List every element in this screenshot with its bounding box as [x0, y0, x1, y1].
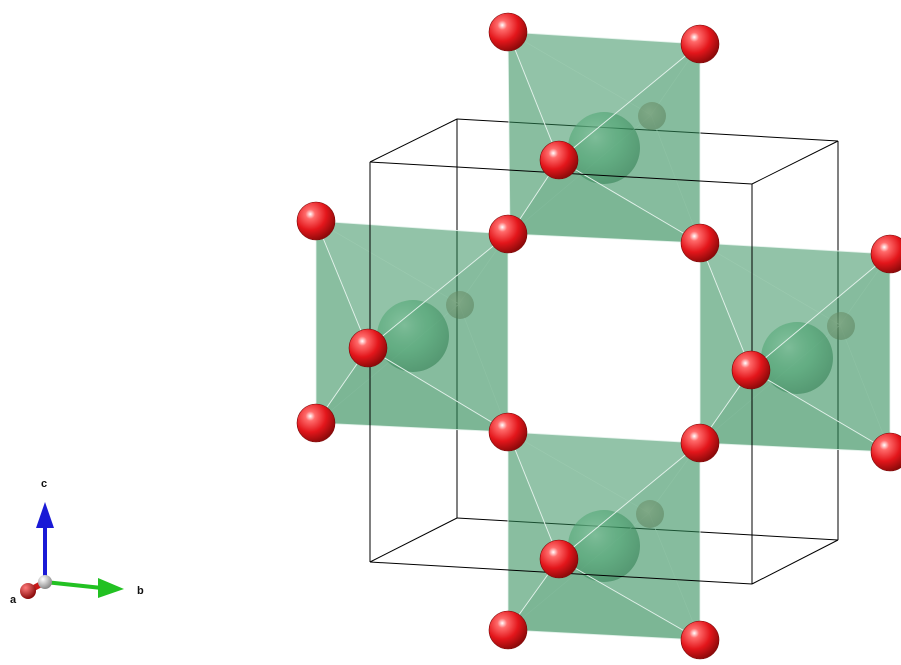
oxygen-atom [680, 423, 720, 463]
octahedron-front-face [699, 242, 752, 445]
oxygen-atom [488, 412, 528, 452]
rear-central-atom [446, 291, 474, 319]
oxygen-atom [680, 620, 720, 660]
oxygen-atom [870, 432, 901, 472]
central-atom [568, 112, 640, 184]
octahedron-bottom [506, 431, 702, 641]
oxygen-atom [731, 350, 771, 390]
axis-indicator: c b a [10, 478, 144, 606]
oxygen-atoms [296, 12, 901, 660]
a-axis-arrow-head [20, 583, 36, 599]
oxygen-atom [680, 223, 720, 263]
octahedron-right [698, 242, 892, 453]
oxygen-atom [488, 214, 528, 254]
octahedron-front-face [315, 220, 369, 425]
octahedron-top [507, 31, 702, 244]
axis-label-b: b [137, 585, 144, 597]
octahedron-left [314, 220, 510, 433]
oxygen-atom [296, 201, 336, 241]
axis-origin-sphere [38, 575, 52, 589]
unit-cell-back [369, 118, 839, 563]
oxygen-atom [488, 12, 528, 52]
rear-central-atom [636, 500, 664, 528]
octahedron-front-face [507, 31, 560, 236]
octahedra-layer [314, 31, 892, 641]
oxygen-atom [680, 24, 720, 64]
central-atom [377, 300, 449, 372]
oxygen-atom [488, 610, 528, 650]
rear-central-atom [638, 102, 666, 130]
oxygen-atom [296, 403, 336, 443]
rear-central-atom [827, 312, 855, 340]
c-axis-arrow-head [36, 502, 54, 528]
b-axis-arrow-head [98, 578, 124, 598]
oxygen-atom [539, 140, 579, 180]
octahedron-front-face [507, 431, 560, 632]
axis-label-c: c [41, 478, 47, 490]
central-atom [761, 322, 833, 394]
oxygen-atom [870, 234, 901, 274]
b-axis-arrow-shaft [44, 580, 103, 590]
axis-label-a: a [10, 594, 17, 606]
oxygen-atom [348, 328, 388, 368]
central-atom [568, 510, 640, 582]
oxygen-atom [539, 539, 579, 579]
